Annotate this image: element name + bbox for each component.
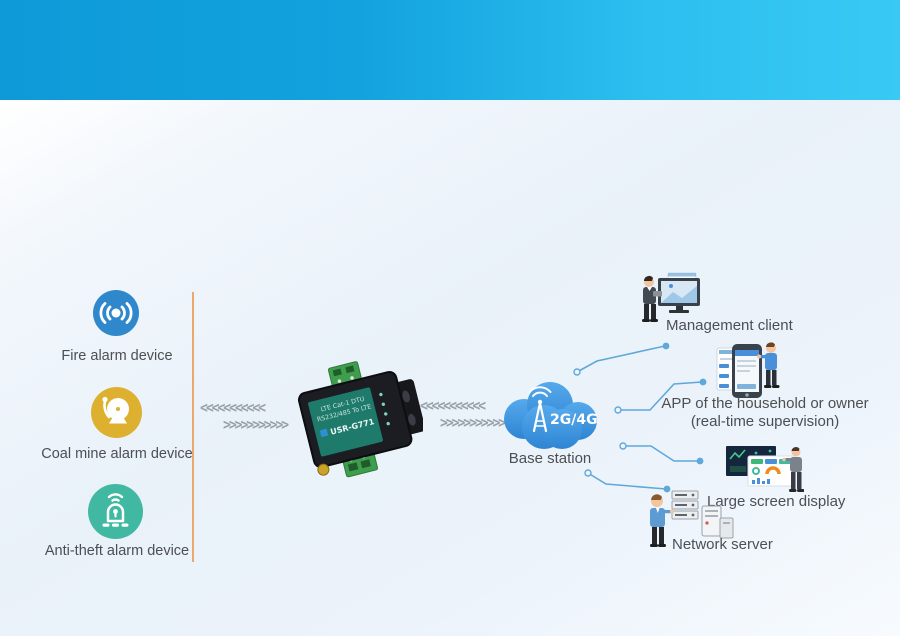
large-screen-display-label: Large screen display (707, 493, 846, 510)
network-server-label: Network server (672, 536, 773, 553)
app-node-label-group: APP of the household or owner (real-time… (652, 395, 878, 431)
siren-lock-icon (102, 493, 129, 527)
fire-alarm-label: Fire alarm device (61, 348, 173, 364)
siren-wave-icon (99, 302, 133, 324)
fire-alarm-icon (93, 290, 139, 336)
antenna-tower-icon (528, 386, 552, 433)
server-rack-illustration (650, 490, 734, 547)
arrow-right-gateway-to-basestation: >>>>>>>>>>> (440, 414, 506, 433)
app-node-label: APP of the household or owner (661, 395, 869, 412)
management-client-label: Management client (666, 317, 793, 334)
connector-lines (573, 342, 707, 493)
alarm-bell-icon (102, 396, 129, 424)
coal-mine-alarm-label: Coal mine alarm device (41, 446, 193, 462)
arrow-left-basestation-to-gateway: <<<<<<<<<<< (420, 397, 486, 416)
cloud-network-text: 2G/4G (550, 412, 598, 428)
base-station-label: Base station (508, 450, 592, 467)
dtu-gateway-device: LTE Cat-1 DTU RS232/485 To LTE USR-G771 (297, 361, 423, 478)
dashboard-screen-illustration (726, 446, 804, 492)
arrow-right-gateway-to-devices: >>>>>>>>>>> (223, 416, 289, 435)
base-station-cloud: 2G/4G (504, 382, 598, 449)
header-banner (0, 0, 900, 100)
arrow-left-devices-to-gateway: <<<<<<<<<<< (200, 399, 266, 418)
device-group-divider-line (192, 292, 194, 562)
anti-theft-alarm-icon (88, 484, 143, 539)
app-node-sublabel: (real-time supervision) (690, 413, 840, 430)
operator-monitor-illustration (642, 272, 700, 322)
coal-mine-alarm-icon (91, 387, 142, 438)
phone-app-illustration (716, 342, 780, 398)
anti-theft-alarm-label: Anti-theft alarm device (44, 543, 190, 559)
